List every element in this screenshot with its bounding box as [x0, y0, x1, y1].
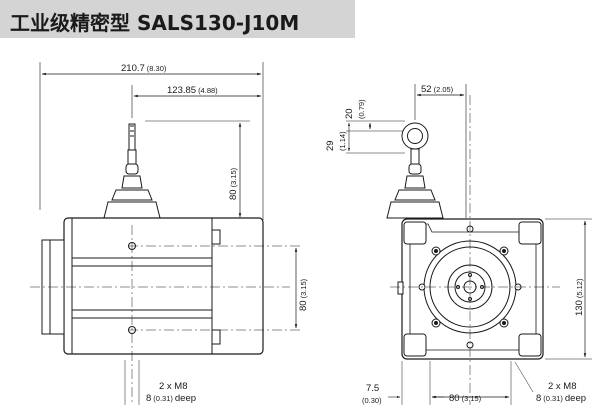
eye-dim-a-inch: (0.79) [357, 99, 366, 119]
side-thread-note-line2: 8(0.31)deep [146, 393, 196, 404]
hole-spacing-label: 80(3.15) [449, 393, 482, 404]
front-view [346, 84, 592, 405]
title-band [0, 0, 355, 38]
eye-dim-a-value: 20 [344, 108, 355, 119]
front-thread-note-line1: 2 x M8 [548, 381, 577, 392]
side-thread-note-line1: 2 x M8 [159, 381, 188, 392]
edge-offset-value: 7.5 [366, 383, 379, 394]
cable-height-label: 80(3.15) [228, 167, 239, 200]
body-height-label: 80(3.15) [298, 278, 309, 311]
front-thread-note-line2: 8(0.31)deep [536, 393, 586, 404]
cable-offset-label: 123.85(4.88) [167, 85, 218, 96]
eye-dim-b-value: 29 [325, 140, 336, 151]
eye-offset-label: 52(2.05) [421, 84, 454, 95]
overall-length-label: 210.7(8.30) [121, 63, 167, 74]
page-title: 工业级精密型 SALS130-J10M [10, 11, 300, 35]
side-height-label: 130(5.12) [574, 278, 585, 316]
eye-dim-b-inch: (1.14) [338, 131, 347, 151]
side-view [30, 62, 300, 405]
edge-offset-inch: (0.30) [362, 396, 382, 405]
